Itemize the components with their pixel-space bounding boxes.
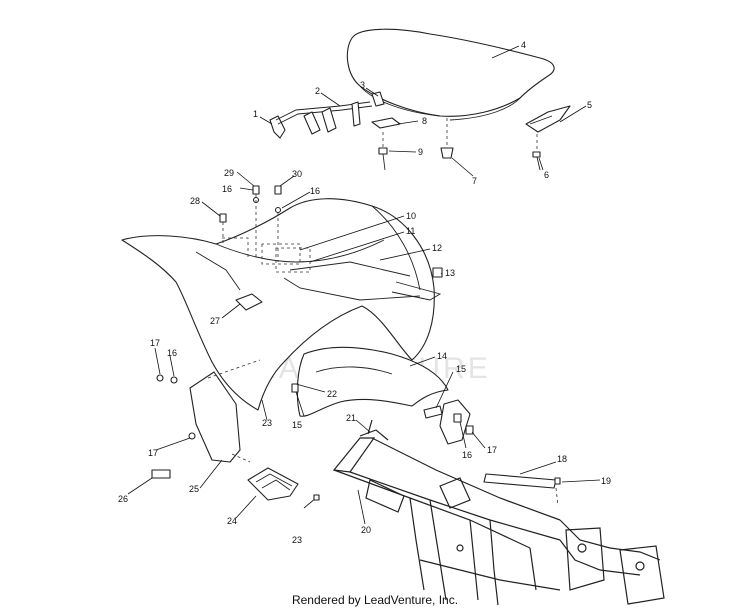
callout-7: 7 [472,176,477,186]
callout-20: 20 [361,525,371,535]
seat-latch-part [269,91,385,139]
callout-14: 14 [437,351,447,361]
callout-28: 28 [190,196,200,206]
fasteners-left-part [156,374,299,440]
callout-16-left: 16 [167,348,177,358]
callout-25: 25 [189,484,199,494]
callout-21: 21 [346,413,356,423]
callout-24: 24 [227,516,237,526]
callout-10: 10 [406,211,416,221]
callout-29: 29 [224,168,234,178]
rear-fender-part [121,198,442,411]
callout-6: 6 [544,170,549,180]
latch-plate-8-part [371,117,401,129]
callout-23-lower: 23 [292,535,302,545]
leader-lines [127,45,601,525]
callout-15-upper: 15 [456,364,466,374]
callout-17-left-bottom: 17 [148,448,158,458]
callout-3: 3 [360,80,365,90]
callout-2: 2 [315,86,320,96]
callout-4: 4 [521,40,526,50]
bolt-19-part [554,477,561,485]
grommet-7-part [440,118,454,159]
bolt-9-part [378,132,388,171]
callout-11: 11 [406,226,415,236]
nut-16-17-right-part [453,413,474,435]
callout-8: 8 [422,116,427,126]
callout-16-top-left: 16 [222,184,232,194]
nut-13-part [432,267,443,278]
plate-26-part [151,469,171,479]
callout-18: 18 [557,454,567,464]
callout-9: 9 [418,147,423,157]
callout-15-lower: 15 [292,420,302,430]
callout-16-right: 16 [462,450,472,460]
callout-1: 1 [253,109,258,119]
callout-17-left-top: 17 [150,338,160,348]
callout-13: 13 [445,268,455,278]
callout-27: 27 [210,316,220,326]
fasteners-top-part [219,185,282,262]
callout-12: 12 [432,243,442,253]
callout-22: 22 [327,389,337,399]
strap-18-part [483,473,559,507]
callout-5: 5 [587,100,592,110]
mud-flap-part [189,359,261,463]
bolt-6-part [532,134,541,171]
callout-23-upper: 23 [262,418,272,428]
rendered-by-credit: Rendered by LeadVenture, Inc. [291,593,459,607]
callout-30: 30 [292,169,302,179]
callout-26: 26 [118,494,128,504]
seat-bracket-part [525,105,571,133]
callout-19: 19 [601,476,611,486]
fender-bracket-part [423,399,471,445]
bolt-23-part [303,494,320,509]
callout-17-right: 17 [487,445,497,455]
callout-16-top-right: 16 [310,186,320,196]
footrest-part [247,467,299,501]
fender-inner-panel-part [296,346,449,417]
frame-part [332,419,665,606]
clip-27-part [235,293,263,311]
